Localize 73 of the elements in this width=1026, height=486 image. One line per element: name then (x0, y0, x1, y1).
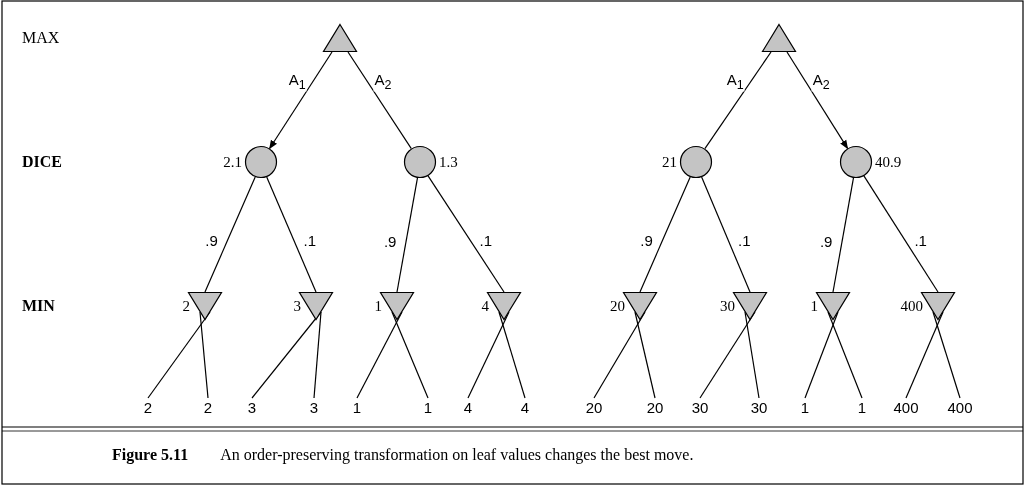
leaf-value: 1 (857, 398, 867, 416)
leaf-value: 400 (893, 398, 919, 416)
leaf-value: 3 (247, 398, 257, 416)
max-node-triangle (323, 24, 357, 52)
tree-branch-line (396, 177, 419, 293)
chance-node-circle (404, 146, 436, 178)
tree-branch-line (347, 51, 412, 150)
node-value: 1 (374, 297, 382, 315)
leaf-value: 20 (646, 398, 664, 416)
tree-branch-line (827, 311, 863, 399)
tree-branch-line (634, 311, 656, 399)
leaf-value: 3 (309, 398, 319, 416)
arrow (786, 51, 849, 150)
leaf-value: 400 (947, 398, 973, 416)
min-node-triangle (921, 292, 955, 320)
tree-branch-line (905, 311, 944, 399)
tree-branch-line (704, 51, 772, 150)
tree-branch-line (593, 311, 646, 399)
tree-branch-line (313, 311, 322, 399)
leaf-value: 30 (750, 398, 768, 416)
min-node-triangle (816, 292, 850, 320)
tree-branch-line (147, 311, 211, 399)
level-label: DICE (22, 153, 62, 171)
leaf-value: 4 (463, 398, 473, 416)
leaf-value: 1 (800, 398, 810, 416)
leaf-value: 4 (520, 398, 530, 416)
node-value: 30 (720, 297, 735, 315)
node-value: 1 (810, 297, 818, 315)
min-node-triangle (188, 292, 222, 320)
tree-branch-line (266, 176, 317, 293)
node-value: 1.3 (439, 153, 458, 171)
min-node-triangle (487, 292, 521, 320)
leaf-value: 1 (352, 398, 362, 416)
tree-branch-line (199, 311, 209, 399)
tree-branch-line (744, 311, 760, 399)
leaf-value: 20 (585, 398, 603, 416)
leaf-value: 30 (691, 398, 709, 416)
tree-branch-line (932, 311, 961, 399)
node-value: 400 (900, 297, 923, 315)
level-label: MIN (22, 297, 55, 315)
node-value: 2 (182, 297, 190, 315)
node-value: 21 (662, 153, 677, 171)
level-label: MAX (22, 29, 60, 47)
chance-node-circle (245, 146, 277, 178)
leaf-value: 2 (143, 398, 153, 416)
chance-node-circle (840, 146, 872, 178)
leaf-value: 2 (203, 398, 213, 416)
min-node-triangle (299, 292, 333, 320)
node-value: 20 (610, 297, 625, 315)
tree-branch-line (863, 175, 939, 293)
tree-branch-line (498, 311, 526, 399)
node-value: 3 (293, 297, 301, 315)
min-node-triangle (733, 292, 767, 320)
node-value: 2.1 (223, 153, 242, 171)
tree-branch-line (701, 176, 751, 293)
tree-branch-line (356, 311, 403, 399)
tree-branch-line (699, 311, 756, 399)
chance-node-circle (680, 146, 712, 178)
tree-branch-line (427, 175, 505, 293)
tree-branch-line (804, 311, 839, 399)
min-node-triangle (623, 292, 657, 320)
tree-branch-line (832, 177, 855, 293)
figure-caption: Figure 5.11 An order-preserving transformation on leaf values changes the best move. (112, 446, 694, 464)
node-value: 4 (481, 297, 489, 315)
tree-branch-line (204, 176, 256, 293)
tree-branch-line (639, 176, 691, 293)
leaf-value: 1 (423, 398, 433, 416)
tree-branch-line (467, 311, 510, 399)
arrow (269, 51, 333, 150)
min-node-triangle (380, 292, 414, 320)
tree-branch-line (391, 311, 429, 399)
max-node-triangle (762, 24, 796, 52)
node-value: 40.9 (875, 153, 902, 171)
